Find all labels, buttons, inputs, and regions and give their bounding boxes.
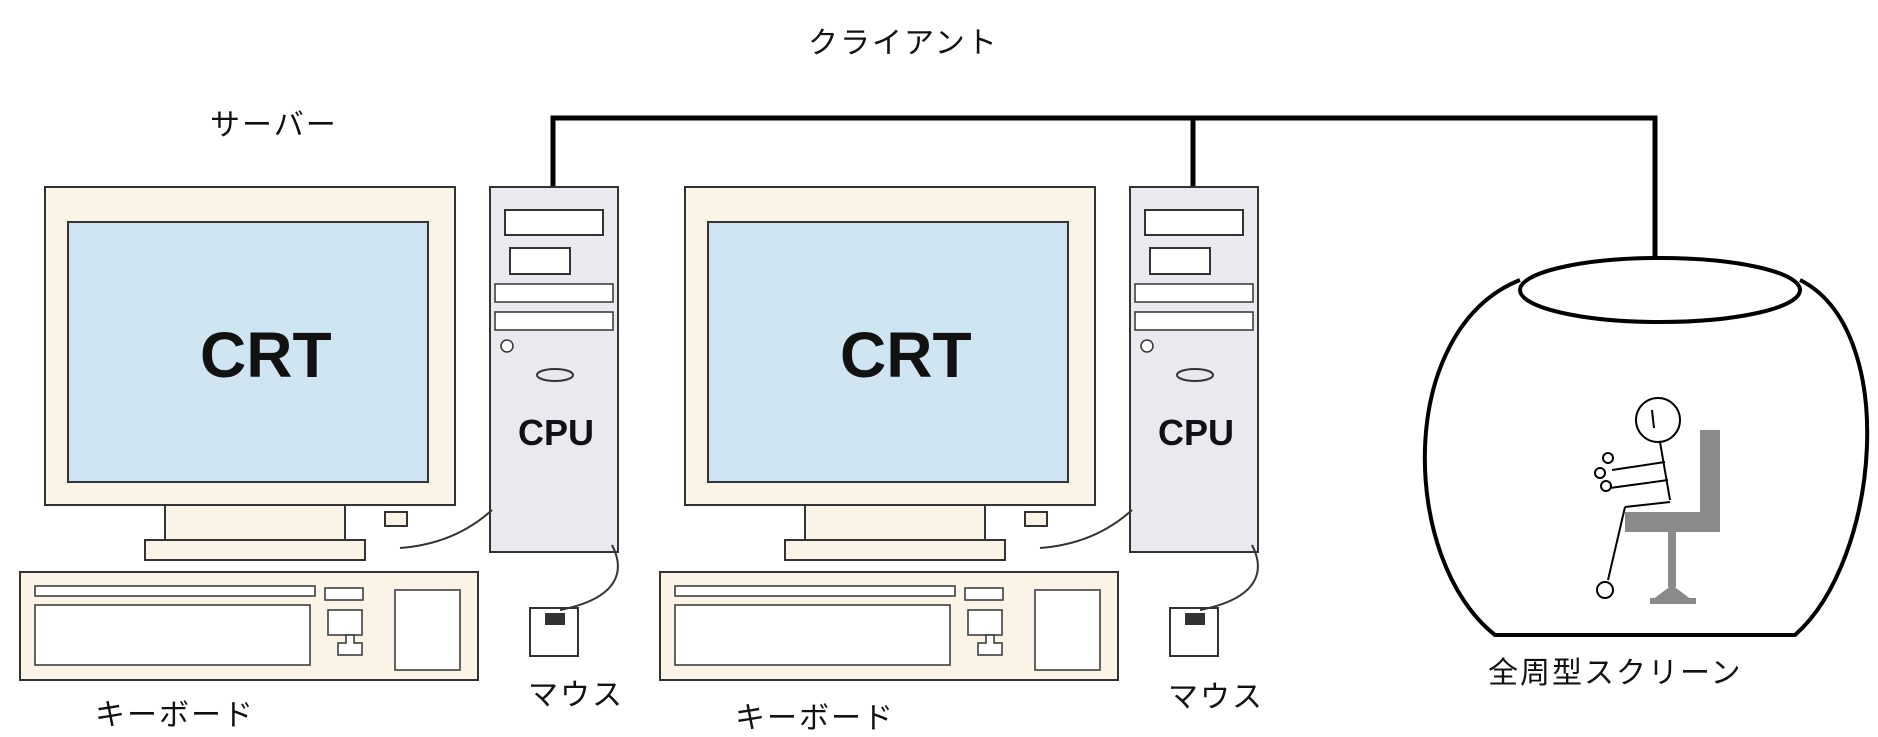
mouse xyxy=(1169,607,1219,657)
omnidirectional-screen xyxy=(1422,256,1870,637)
seated-person-icon xyxy=(1594,397,1681,599)
server-station xyxy=(19,186,619,681)
keyboard-label-1: キーボード xyxy=(95,698,255,733)
cpu-tower xyxy=(1129,186,1259,553)
client-station xyxy=(659,186,1259,681)
crt-monitor xyxy=(44,186,456,561)
cpu-label-1: CPU xyxy=(518,412,595,453)
server-label: サーバー xyxy=(210,108,338,143)
keyboard xyxy=(659,571,1119,681)
peripheral-cables xyxy=(399,509,619,611)
network-cable xyxy=(550,115,1658,280)
chair-icon xyxy=(1625,430,1720,604)
mouse xyxy=(529,607,579,657)
screen-label: 全周型スクリーン xyxy=(1488,656,1743,691)
cpu-label-2: CPU xyxy=(1158,412,1235,453)
monitor-label-2: CRT xyxy=(840,319,972,391)
peripheral-cables xyxy=(1039,509,1259,611)
crt-monitor xyxy=(684,186,1096,561)
monitor-label-1: CRT xyxy=(200,319,332,391)
keyboard xyxy=(19,571,479,681)
cpu-tower xyxy=(489,186,619,553)
mouse-label-1: マウス xyxy=(528,678,624,713)
keyboard-label-2: キーボード xyxy=(735,701,895,736)
client-label: クライアント xyxy=(808,26,999,61)
mouse-label-2: マウス xyxy=(1168,680,1264,715)
